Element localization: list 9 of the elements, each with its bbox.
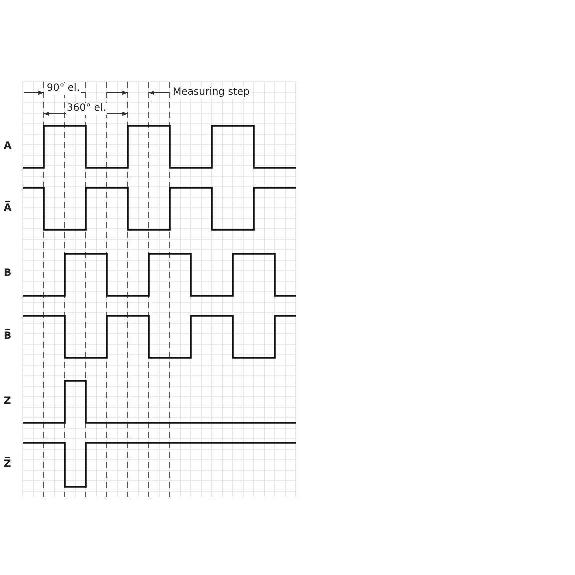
signal-name: Z̅	[3, 459, 12, 471]
dimension-label: 360° el.	[66, 103, 108, 115]
signal-name: B	[3, 268, 13, 280]
signal-name: A̅	[3, 203, 13, 215]
dimension-label: 90° el.	[46, 83, 82, 95]
signal-name: A	[3, 141, 13, 153]
dimension-label: Measuring step	[172, 87, 251, 99]
signal-name: B̅	[3, 331, 13, 343]
signal-name: Z	[3, 396, 12, 408]
